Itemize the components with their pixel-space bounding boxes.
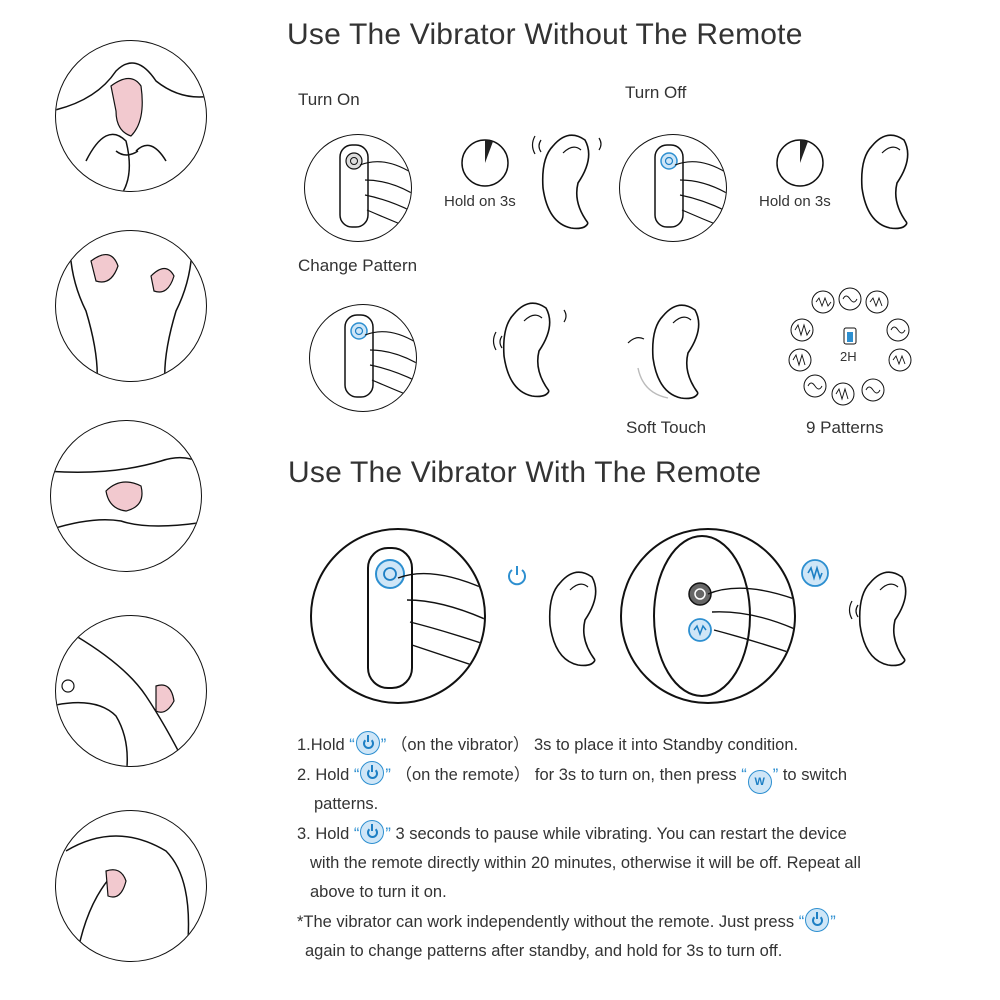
soft-touch-drawing [627, 304, 700, 400]
vibrator-remote-drawing-2 [848, 571, 907, 667]
instruction-2: 2. Hold “ ” （on the remote） for 3s to tur… [297, 761, 847, 794]
instruction-2-text-a: 2. Hold [297, 766, 350, 784]
instruction-2-text-b: （on the remote） for 3s to turn on, then … [395, 766, 737, 784]
power-icon [360, 820, 385, 844]
quote-open: “ [353, 766, 360, 784]
quote-open: “ [349, 736, 355, 754]
note-text-a: *The vibrator can work independently wit… [297, 913, 795, 931]
turn-on-device-drawing [339, 144, 411, 230]
remote-vibrator-drawing [367, 547, 484, 689]
vibrator-pattern-drawing [492, 302, 567, 398]
instruction-2-cont: patterns. [314, 795, 379, 813]
section-title-with-remote: Use The Vibrator With The Remote [288, 456, 762, 489]
remote-control-drawing [653, 535, 794, 697]
hold-off-label: Hold on 3s [759, 193, 831, 210]
patterns-wheel [788, 287, 912, 406]
battery-label: 2H [840, 349, 857, 364]
quote-close: ” [385, 825, 391, 843]
quote-close: ” [380, 736, 387, 754]
vibration-wave-icon [801, 559, 829, 587]
instruction-2-text-c: to switch [782, 766, 848, 784]
quote-open: “ [353, 825, 360, 843]
quote-close: ” [385, 766, 391, 784]
note: *The vibrator can work independently wit… [297, 908, 836, 938]
turn-on-device-circle [304, 134, 412, 242]
usage-drawing-2 [69, 231, 193, 381]
vibration-wave-icon: W [747, 770, 772, 794]
quote-open: “ [741, 766, 747, 784]
instruction-3: 3. Hold “ ” 3 seconds to pause while vibr… [297, 820, 847, 850]
quote-close: ” [772, 766, 779, 784]
usage-drawing-4 [56, 635, 187, 766]
change-pattern-label: Change Pattern [298, 256, 418, 275]
quote-open: “ [798, 913, 805, 931]
power-icon [508, 566, 526, 586]
instruction-3-cont-2: above to turn it on. [310, 883, 447, 901]
instruction-3-cont-1: with the remote directly within 20 minut… [310, 854, 861, 872]
usage-illustration-1 [55, 40, 207, 192]
instruction-1-text-a: 1.Hold [297, 736, 345, 754]
instruction-3-text-a: 3. Hold [297, 825, 350, 843]
timer-icon [461, 139, 509, 187]
usage-drawing-3 [51, 456, 201, 531]
remote-vibrator-circle [310, 528, 486, 704]
turn-off-device-circle [619, 134, 727, 242]
instruction-1: 1.Hold “ ” （on the vibrator） 3s to place … [297, 731, 798, 761]
change-pattern-device-circle [309, 304, 417, 412]
usage-illustration-2 [55, 230, 207, 382]
change-pattern-device-drawing [344, 314, 416, 400]
power-icon [805, 908, 830, 932]
turn-off-label: Turn Off [625, 83, 687, 102]
usage-illustration-3 [50, 420, 202, 572]
usage-drawing-1 [56, 62, 206, 191]
usage-illustration-4 [55, 615, 207, 767]
vibrator-remote-drawing-1 [548, 571, 597, 667]
power-icon [360, 761, 385, 785]
timer-icon [776, 139, 824, 187]
section-title-without-remote: Use The Vibrator Without The Remote [287, 18, 803, 51]
quote-close: ” [830, 913, 836, 931]
usage-illustration-5 [55, 810, 207, 962]
usage-drawing-5 [65, 835, 190, 961]
instruction-1-text-b: （on the vibrator） 3s to place it into St… [390, 736, 799, 754]
patterns-label: 9 Patterns [806, 418, 884, 437]
turn-on-label: Turn On [298, 90, 360, 109]
instruction-3-text-b: 3 seconds to pause while vibrating. You … [395, 825, 847, 843]
turn-off-device-drawing [654, 144, 726, 230]
soft-touch-label: Soft Touch [626, 418, 707, 437]
remote-control-circle [620, 528, 796, 704]
hold-on-label: Hold on 3s [444, 193, 516, 210]
power-icon [355, 731, 380, 755]
vibrator-off-drawing [860, 134, 909, 230]
note-cont: again to change patterns after standby, … [305, 942, 783, 960]
vibrator-on-drawing [531, 134, 602, 230]
